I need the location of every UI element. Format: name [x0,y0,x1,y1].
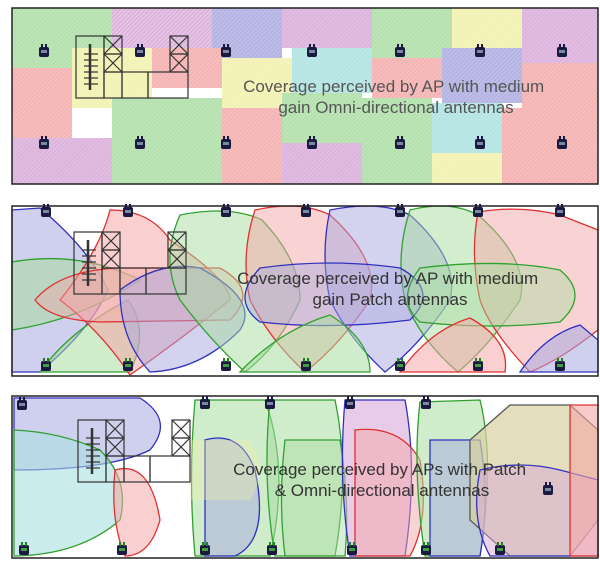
patch-caption-line-2: gain Patch antennas [312,290,467,309]
omni-caption: Coverage perceived by AP with medium gai… [243,77,549,117]
omni-caption-line-1: Coverage perceived by AP with medium [243,77,544,96]
mixed-panel-border [11,395,599,559]
patch-caption-line-1: Coverage perceived by AP with medium [237,269,538,288]
mixed-caption-line-2: & Omni-directional antennas [275,481,490,500]
omni-coverage-cells [12,8,598,184]
mixed-caption: Coverage perceived by APs with Patch & O… [233,460,531,500]
omni-panel-border [11,7,599,185]
panel-omni: Coverage perceived by AP with medium gai… [11,7,599,185]
panel-mixed: Coverage perceived by APs with Patch & O… [11,395,599,559]
panel-patch: Coverage perceived by AP with medium gai… [11,204,599,377]
mixed-caption-line-1: Coverage perceived by APs with Patch [233,460,526,479]
omni-caption-line-2: gain Omni-directional antennas [278,98,513,117]
mixed-coverage-lobes [13,397,599,557]
patch-caption: Coverage perceived by AP with medium gai… [237,269,543,309]
